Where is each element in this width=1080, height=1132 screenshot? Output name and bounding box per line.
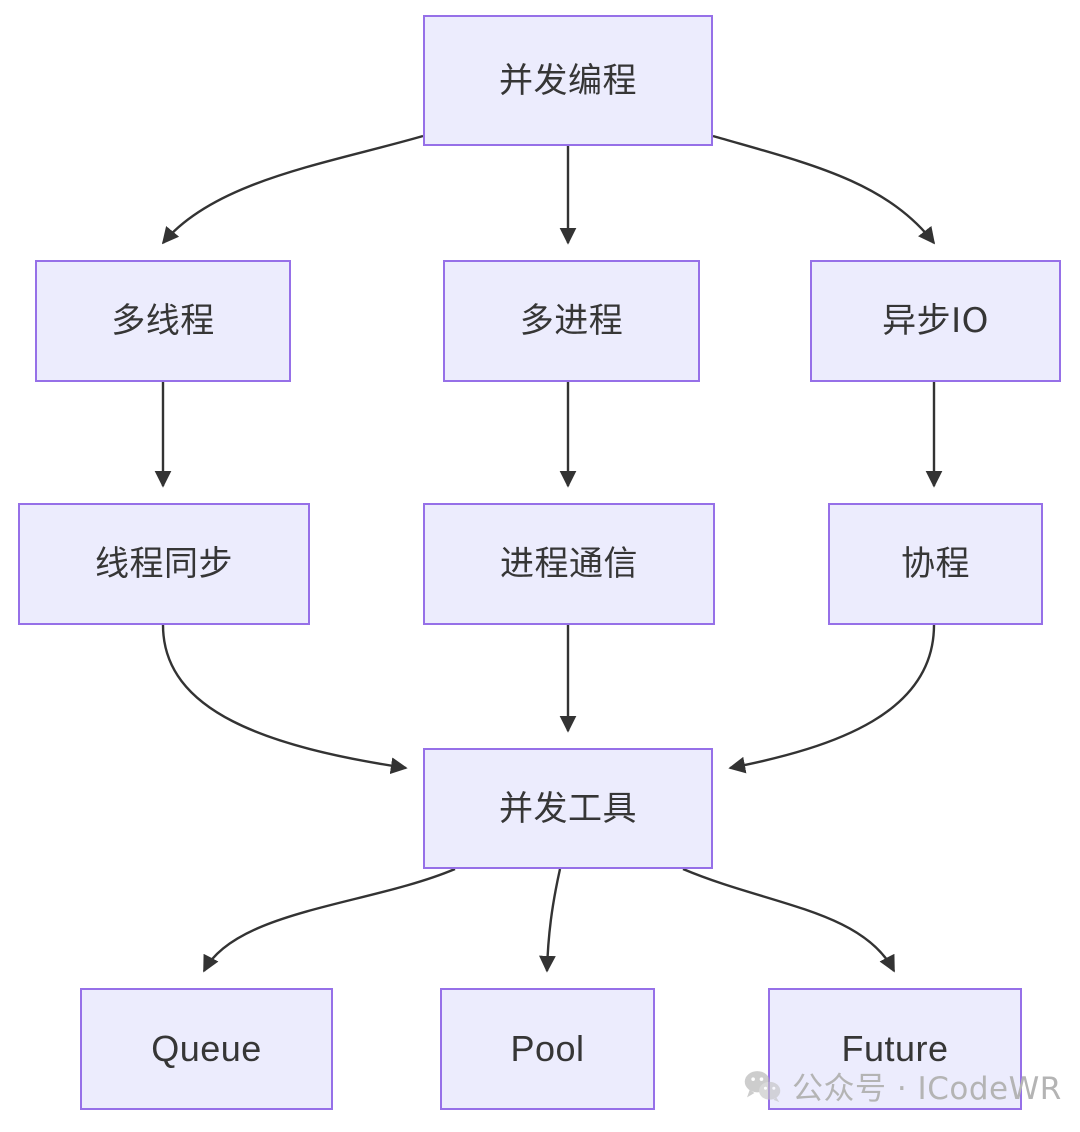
edge-root-asyncio bbox=[712, 134, 936, 245]
node-process[interactable]: 多进程 bbox=[443, 260, 700, 382]
edge-tools-pool bbox=[539, 868, 562, 973]
node-pool-label: Pool bbox=[510, 1028, 585, 1069]
node-future[interactable]: Future bbox=[768, 988, 1022, 1110]
node-threadsync[interactable]: 线程同步 bbox=[18, 503, 310, 625]
node-ipc[interactable]: 进程通信 bbox=[423, 503, 715, 625]
node-coroutine[interactable]: 协程 bbox=[828, 503, 1043, 625]
node-asyncio-label: 异步IO bbox=[882, 301, 989, 341]
edge-root-thread bbox=[161, 134, 424, 245]
node-process-label: 多进程 bbox=[519, 301, 624, 341]
edge-threadsync-tools bbox=[161, 624, 408, 775]
node-threadsync-label: 线程同步 bbox=[95, 544, 233, 584]
node-coroutine-label: 协程 bbox=[901, 544, 970, 584]
node-root[interactable]: 并发编程 bbox=[423, 15, 713, 146]
edge-tools-future bbox=[682, 867, 896, 973]
node-future-label: Future bbox=[841, 1028, 949, 1069]
node-tools-label: 并发工具 bbox=[499, 788, 637, 829]
edge-tools-queue bbox=[202, 867, 456, 973]
edge-coroutine-tools bbox=[728, 624, 936, 774]
node-thread-label: 多线程 bbox=[111, 301, 215, 341]
node-pool[interactable]: Pool bbox=[440, 988, 655, 1110]
node-tools[interactable]: 并发工具 bbox=[423, 748, 713, 869]
node-root-label: 并发编程 bbox=[499, 60, 637, 101]
node-queue-label: Queue bbox=[151, 1028, 262, 1069]
node-queue[interactable]: Queue bbox=[80, 988, 333, 1110]
node-ipc-label: 进程通信 bbox=[500, 544, 638, 584]
node-asyncio[interactable]: 异步IO bbox=[810, 260, 1061, 382]
node-thread[interactable]: 多线程 bbox=[35, 260, 291, 382]
